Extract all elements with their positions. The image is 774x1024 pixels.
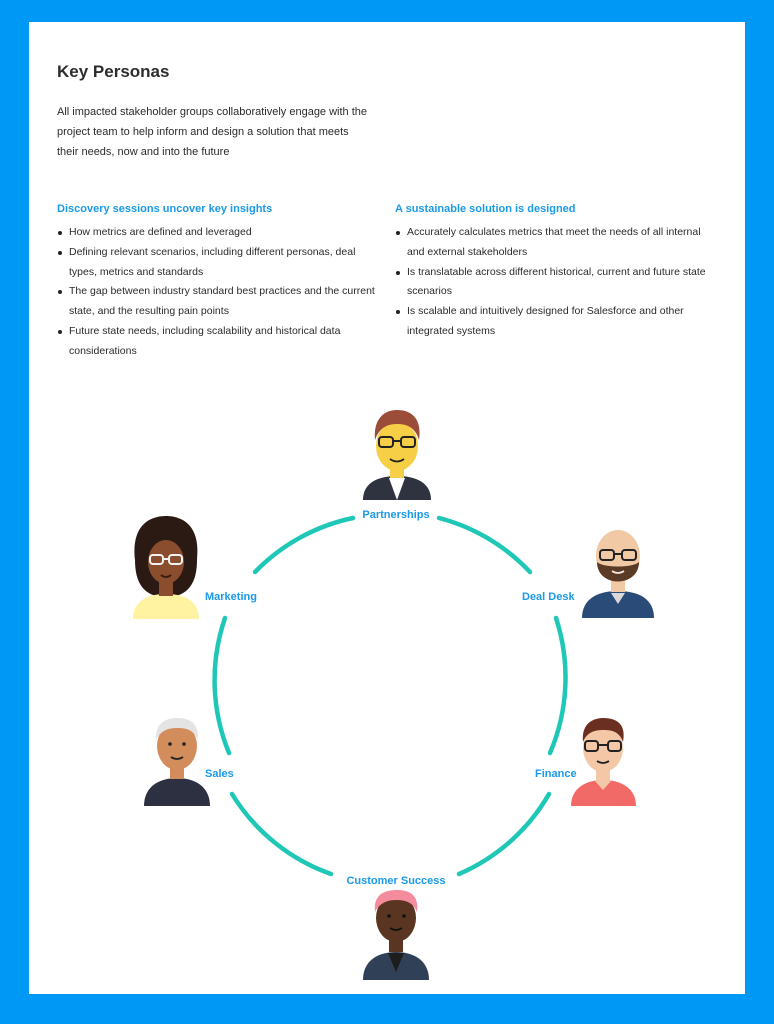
- persona-ring: [212, 515, 568, 877]
- list-item: Future state needs, including scalabilit…: [57, 322, 377, 362]
- ring-segment: [456, 791, 552, 877]
- list-item: Accurately calculates metrics that meet …: [395, 223, 715, 263]
- discovery-list: How metrics are defined and leveraged De…: [57, 223, 377, 362]
- avatar-customer-success: [363, 890, 429, 980]
- ring-segment: [252, 515, 356, 575]
- avatar-sales: [144, 718, 210, 806]
- solution-heading: A sustainable solution is designed: [395, 203, 576, 215]
- persona-ring-diagram: Partnerships Deal Desk Finance Customer …: [133, 410, 654, 980]
- avatar-marketing: [133, 516, 199, 619]
- solution-list: Accurately calculates metrics that meet …: [395, 223, 715, 342]
- intro-paragraph: All impacted stakeholder groups collabor…: [57, 106, 368, 158]
- list-item: The gap between industry standard best p…: [57, 282, 377, 322]
- ring-segment: [212, 615, 232, 756]
- avatar-deal-desk: [582, 530, 654, 618]
- ring-segment: [547, 615, 568, 756]
- page-title: Key Personas: [57, 62, 170, 81]
- discovery-column: Discovery sessions uncover key insights …: [57, 200, 377, 362]
- label-customer-success: Customer Success: [346, 875, 445, 887]
- list-item: How metrics are defined and leveraged: [57, 223, 377, 243]
- label-marketing: Marketing: [205, 591, 257, 603]
- ring-segment: [229, 791, 334, 877]
- list-item: Defining relevant scenarios, including d…: [57, 243, 377, 283]
- list-item: Is scalable and intuitively designed for…: [395, 302, 715, 342]
- content-card: Key Personas All impacted stakeholder gr…: [29, 22, 745, 994]
- solution-column: A sustainable solution is designed Accur…: [395, 200, 715, 342]
- discovery-heading: Discovery sessions uncover key insights: [57, 203, 273, 215]
- label-sales: Sales: [205, 768, 234, 780]
- label-partnerships: Partnerships: [362, 509, 429, 521]
- avatar-partnerships: [363, 410, 431, 500]
- label-finance: Finance: [535, 768, 577, 780]
- avatar-finance: [571, 718, 636, 806]
- label-deal-desk: Deal Desk: [522, 591, 575, 603]
- ring-segment: [436, 515, 533, 575]
- list-item: Is translatable across different histori…: [395, 263, 715, 303]
